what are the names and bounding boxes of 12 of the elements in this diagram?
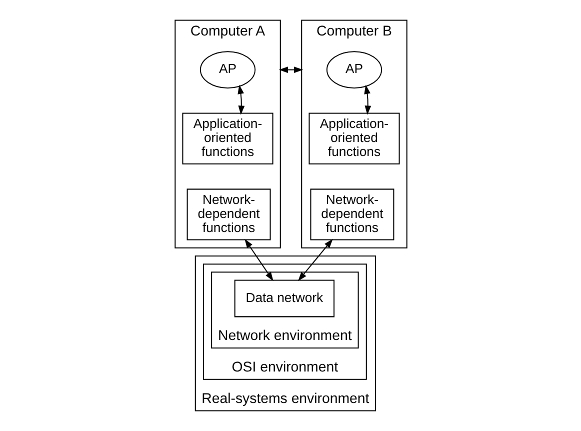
node-box: Application-oriented functions [308, 112, 400, 164]
node-box: Data network [234, 280, 334, 318]
node-ellipse: AP [199, 51, 256, 88]
arrow [237, 84, 244, 115]
node-box: Network-dependent functions [186, 188, 270, 240]
node-box: Application-oriented functions [182, 112, 273, 164]
node-box: Network-dependent functions [310, 188, 394, 240]
arrow [364, 84, 371, 115]
node-ellipse: AP [326, 51, 382, 88]
arrow [244, 238, 273, 282]
arrow [278, 66, 303, 73]
arrow [297, 238, 332, 282]
